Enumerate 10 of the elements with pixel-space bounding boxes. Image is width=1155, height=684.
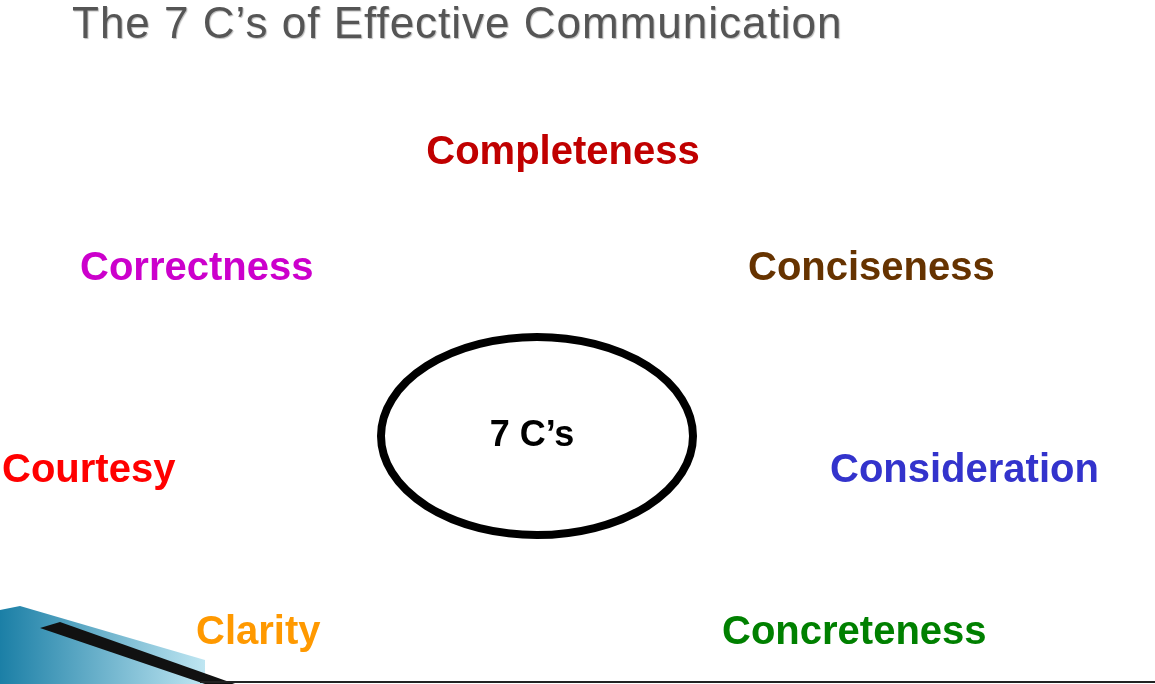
c-label: Consideration	[830, 446, 1099, 491]
node-label: 7 C’s	[488, 413, 576, 455]
c-label: Courtesy	[2, 446, 176, 491]
c-label: Concreteness	[722, 608, 987, 653]
c-label: Completeness	[426, 128, 700, 173]
c-label: Correctness	[80, 244, 314, 289]
title: The 7 C’s of Effective Communication	[72, 0, 843, 48]
c-label: Conciseness	[748, 244, 995, 289]
ellipse-node	[377, 333, 697, 539]
c-label: Clarity	[196, 608, 321, 653]
